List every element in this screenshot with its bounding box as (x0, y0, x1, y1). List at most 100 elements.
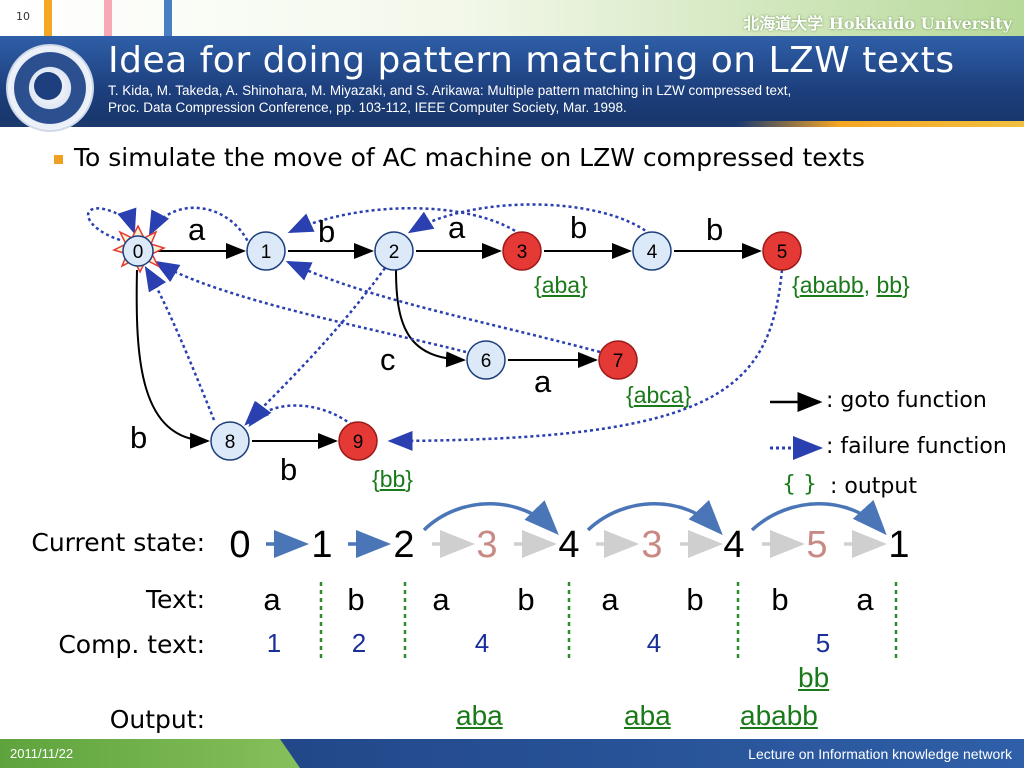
state-0-label: 0 (133, 242, 144, 263)
title-accent-line (0, 121, 1024, 127)
tab-orange (44, 0, 52, 36)
output-match-2: aba (624, 700, 671, 731)
fail-7-1 (285, 260, 601, 354)
fail-3-1 (287, 207, 521, 236)
edge-label-2-6: c (380, 342, 396, 377)
fail-4-2 (407, 203, 651, 235)
footer-date: 2011/11/22 (10, 746, 74, 761)
output-match-3: ababb (740, 700, 818, 731)
bullet-marker (54, 155, 63, 164)
state-9 (338, 421, 378, 461)
state-nodes (122, 231, 802, 461)
text-char-7: b (771, 582, 789, 617)
state-3-label: 3 (517, 242, 528, 263)
edge-label-4-5: b (706, 212, 724, 247)
edge-label-3-4: b (570, 210, 588, 245)
state-1 (246, 231, 286, 271)
edge-label-1-2: b (318, 214, 336, 249)
tab-blue (164, 0, 172, 36)
comp-value-3: 4 (474, 628, 490, 658)
comp-value-5: 5 (815, 628, 831, 658)
state-7-label: 7 (613, 351, 624, 372)
reference-line-2: Proc. Data Compression Conference, pp. 1… (108, 100, 627, 115)
fail-6-8 (244, 267, 387, 426)
fail-6-0 (153, 260, 467, 354)
state-5-label: 5 (777, 242, 788, 263)
text-char-6: b (686, 582, 704, 617)
tab-pink (104, 0, 112, 36)
seq-state-3: 2 (393, 524, 415, 566)
state-1-label: 1 (261, 242, 272, 263)
logo-emblem (34, 72, 62, 100)
fail-8-0 (144, 265, 216, 421)
output-5-pattern-a: ababb (799, 272, 864, 298)
footer-course: Lecture on Information knowledge network (748, 746, 1012, 762)
comp-value-4: 4 (646, 628, 662, 658)
footer-date-tab (0, 739, 300, 768)
seq-state-9: 1 (888, 524, 910, 566)
text-char-1: a (263, 582, 281, 617)
text-char-5: a (601, 582, 619, 617)
comp-value-2: 2 (351, 628, 367, 658)
comp-value-1: 1 (266, 628, 282, 658)
output-set-5: {ababb, bb} (792, 272, 910, 298)
output-set-3: {aba} (534, 272, 588, 298)
legend-output-label: : output (830, 474, 917, 499)
seq-state-7: 4 (723, 524, 745, 566)
state-8 (210, 421, 250, 461)
university-name: 北海道大学 Hokkaido University (743, 14, 1012, 33)
row-label-comp: Comp. text: (58, 630, 205, 659)
phrase-separators (319, 582, 898, 662)
edge-label-6-7: a (534, 364, 552, 399)
edge-label-8-9: b (280, 452, 298, 487)
fail-0-self (86, 207, 137, 242)
seq-state-4: 3 (476, 524, 498, 566)
state-4-label: 4 (647, 242, 658, 263)
output-match-3b: bb (798, 662, 830, 693)
seq-state-8: 5 (806, 524, 828, 566)
state-5 (762, 231, 802, 271)
state-0 (122, 235, 154, 267)
output-9-pattern: bb (379, 466, 406, 492)
state-6 (466, 340, 506, 380)
output-set-7: {abca} (626, 382, 692, 408)
goto-edges (135, 243, 762, 449)
output-7-pattern: abca (633, 382, 684, 408)
failure-edges (86, 203, 784, 451)
edge-0-8 (135, 269, 210, 449)
output-match-1: aba (456, 700, 503, 731)
legend-failure-label: : failure function (826, 434, 1007, 459)
seq-state-1: 0 (229, 524, 251, 566)
title-band (0, 36, 1024, 126)
text-char-3: a (432, 582, 450, 617)
slide-title: Idea for doing pattern matching on LZW t… (108, 40, 955, 81)
fail-9-8 (248, 400, 353, 428)
edge-label-0-1: a (188, 212, 206, 247)
row-label-output: Output: (109, 705, 205, 734)
state-4 (632, 231, 672, 271)
slide-number: 10 (16, 10, 30, 23)
edge-label-0-8: b (130, 420, 148, 455)
state-6-label: 6 (481, 351, 492, 372)
text-char-2: b (347, 582, 365, 617)
legend-goto-label: : goto function (826, 388, 987, 413)
seq-state-6: 3 (641, 524, 663, 566)
text-char-4: b (517, 582, 535, 617)
reference-line-1: T. Kida, M. Takeda, A. Shinohara, M. Miy… (108, 83, 792, 98)
state-8-label: 8 (225, 432, 236, 453)
state-7 (598, 340, 638, 380)
state-2 (374, 231, 414, 271)
edge-label-2-3: a (448, 210, 466, 245)
seq-state-2: 1 (311, 524, 333, 566)
legend-output-symbol: { } (782, 472, 817, 497)
sequence-arrows (266, 499, 887, 558)
seq-state-5: 4 (558, 524, 580, 566)
state-9-label: 9 (353, 432, 364, 453)
row-label-state: Current state: (31, 528, 205, 557)
text-char-8: a (856, 582, 874, 617)
row-label-text: Text: (146, 585, 205, 614)
state-2-label: 2 (389, 242, 400, 263)
output-set-9: {bb} (372, 466, 413, 492)
output-5-pattern-b: bb (876, 272, 903, 298)
